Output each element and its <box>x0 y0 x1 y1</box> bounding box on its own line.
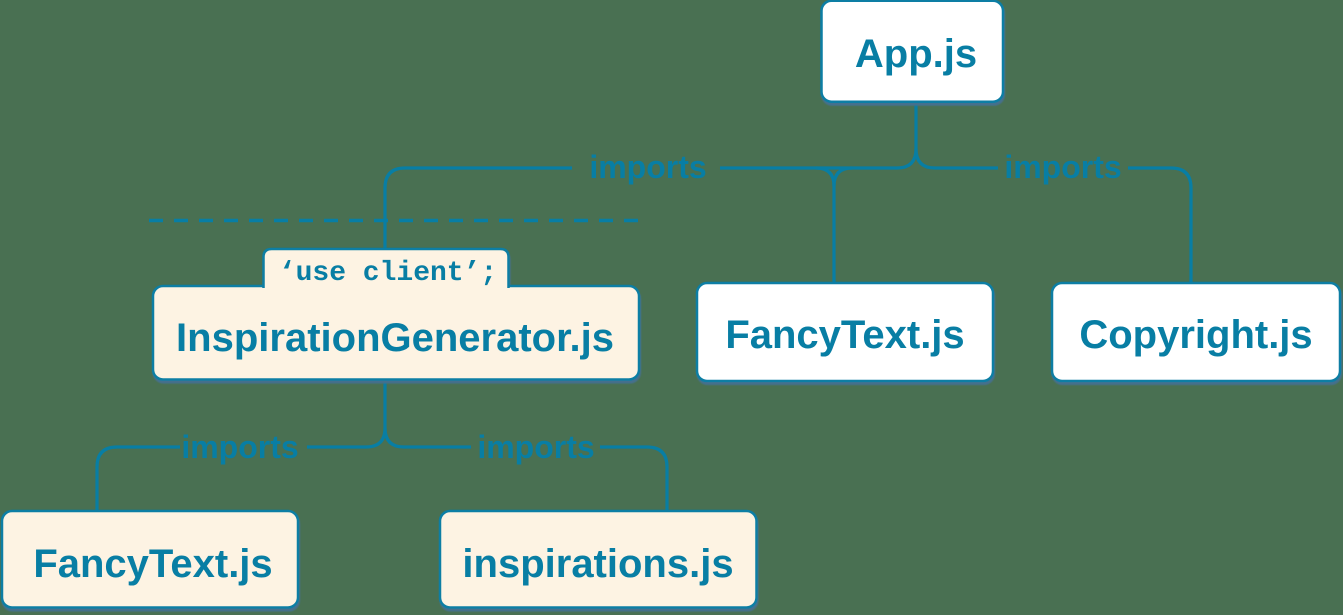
svg-text:App.js: App.js <box>855 32 977 76</box>
svg-text:imports: imports <box>1004 149 1121 185</box>
svg-text:imports: imports <box>589 149 706 185</box>
svg-text:FancyText.js: FancyText.js <box>725 313 964 357</box>
svg-text:inspirations.js: inspirations.js <box>462 542 733 586</box>
svg-text:‘use client’;: ‘use client’; <box>279 258 497 289</box>
svg-text:InspirationGenerator.js: InspirationGenerator.js <box>176 316 614 360</box>
svg-text:imports: imports <box>181 429 298 465</box>
svg-text:Copyright.js: Copyright.js <box>1079 313 1312 357</box>
svg-text:imports: imports <box>477 429 594 465</box>
svg-text:FancyText.js: FancyText.js <box>33 542 272 586</box>
